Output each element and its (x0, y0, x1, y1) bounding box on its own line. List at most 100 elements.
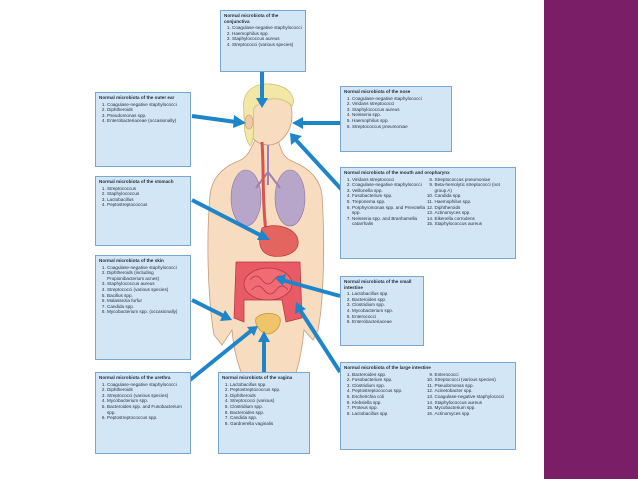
organism-list: Coagulase-negative staphylococciViridans… (344, 96, 448, 130)
organism-item: Clostridium spp. (352, 383, 430, 389)
organism-item: Gardnerella vaginalis (230, 421, 306, 427)
organism-item: Enterobacteriaceae (352, 319, 420, 325)
organism-item: Coagulase-negative staphylococci (352, 96, 448, 102)
hair-shape (243, 83, 294, 147)
organism-item: Peptostreptococcus spp. (352, 388, 430, 394)
organism-item: Treponema spp. (352, 199, 430, 205)
organism-item: Enterococci (352, 314, 420, 320)
box-title: Normal microbiota of the nose (344, 89, 411, 94)
organism-item: Peptostreptococcus (107, 202, 187, 208)
organism-item: Porphyromonas spp. and Prevotella spp. (352, 205, 430, 216)
organism-item: Peptostreptococcus spp. (230, 387, 306, 393)
box-conjunctiva: Normal microbiota of the conjunctiva Coa… (220, 10, 306, 72)
organism-item: Candida spp. (107, 304, 187, 310)
organism-list: Coagulase-negative staphylococciDiphther… (99, 382, 187, 421)
organism-item: Bacteroides spp. (352, 297, 420, 303)
arrow-vagina (258, 331, 270, 372)
organism-item: Staphylococcus (107, 191, 187, 197)
organism-list: Lactobacillus spp.Bacteroides spp.Clostr… (344, 291, 420, 325)
organism-item: Coagulase-negative staphylococci (107, 265, 187, 271)
organism-item: Lactobacillus spp. (352, 291, 420, 297)
organism-item: Streptococci (various species) (435, 377, 513, 383)
box-mouth-oropharynx: Normal microbiota of the mouth and oroph… (340, 167, 516, 259)
organism-list: Coagulase-negative staphylococciDiphther… (99, 265, 187, 315)
organism-item: Pseudomonas spp. (107, 113, 187, 119)
intestine-loops (249, 275, 289, 295)
organism-item: Malassezia furfur (107, 298, 187, 304)
organism-item: Peptostreptococcus spp. (107, 415, 187, 421)
organism-item: Diphtheroids (including Propionibacteriu… (107, 270, 187, 281)
organism-item: Fusobacterium spp. (352, 193, 430, 199)
organism-item: Staphylococcus aureus (435, 221, 513, 227)
organism-item: Staphylococcus aureus (352, 107, 448, 113)
organism-item: Candida spp. (435, 193, 513, 199)
organism-item: Coagulase-negative staphylococci (435, 394, 513, 400)
organism-item: Haemophilus spp. (352, 118, 448, 124)
organism-item: Streptococci (various species) (107, 287, 187, 293)
box-vagina: Normal microbiota of the vagina Lactobac… (218, 372, 310, 454)
organism-list: Lactobacillus spp.Peptostreptococcus spp… (222, 382, 306, 427)
organism-item: Streptococci (various species) (107, 393, 187, 399)
arrow-conjunctiva (256, 72, 268, 108)
organism-item: Acinetobacter spp. (435, 388, 513, 394)
organism-item: Mycobacterium spp. (352, 308, 420, 314)
organism-item: Candida spp. (230, 415, 306, 421)
arrow-skin (191, 298, 232, 321)
arrow-stomach (191, 198, 270, 240)
organism-item: Actinomyces spp. (435, 210, 513, 216)
box-title: Normal microbiota of the small intestine (344, 279, 412, 290)
organism-item: Beta-hemolytic streptococci (not group A… (435, 182, 513, 193)
organism-item: Coagulase-negative staphylococci (107, 102, 187, 108)
organism-item: Haemophilus spp. (232, 31, 302, 37)
box-title: Normal microbiota of the conjunctiva (224, 13, 279, 24)
box-title: Normal microbiota of the large intestine (344, 365, 431, 370)
organs (230, 141, 306, 335)
esophagus (260, 141, 268, 233)
bladder (255, 313, 281, 335)
organism-item: Escherichia coli (352, 394, 430, 400)
organism-item: Enterobacteriaceae (occasionally) (107, 118, 187, 124)
organism-item: Mycobacterium spp. (occasionally) (107, 309, 187, 315)
organism-list: Coagulase-negative staphylococciHaemophi… (224, 25, 302, 47)
right-lung (274, 169, 306, 227)
organism-item: Bacteroides spp. and Fusobacterium spp. (107, 404, 187, 415)
organism-item: Lactobacillus spp. (352, 411, 430, 417)
arrow-urethra (188, 326, 258, 382)
organism-item: Mycobacterium spp. (107, 398, 187, 404)
organism-item: Viridans streptococci (352, 177, 430, 183)
ear-shape (244, 114, 254, 130)
arrow-large-intestine (295, 302, 342, 374)
arrow-nose (292, 117, 340, 129)
box-nose: Normal microbiota of the nose Coagulase-… (340, 86, 452, 152)
organism-list: StreptococcusStaphylococcusLactobacillus… (99, 186, 187, 208)
box-title: Normal microbiota of the urethra (99, 375, 171, 380)
organism-item: Bacillus spp. (107, 293, 187, 299)
organism-item: Streptococcus pneumoniae (352, 124, 448, 130)
organism-item: Enterococci (435, 372, 513, 378)
organism-item: Diphtheroids (107, 107, 187, 113)
organism-item: Proteus spp. (352, 405, 430, 411)
organism-item: Streptococci (various) (230, 398, 306, 404)
box-title: Normal microbiota of the outer ear (99, 95, 175, 100)
box-title: Normal microbiota of the vagina (222, 375, 293, 380)
accent-band (544, 0, 638, 479)
organism-item: Staphylococcus aureus (232, 36, 302, 42)
organism-item: Streptococci (various species) (232, 42, 302, 48)
organism-item: Viridans streptococci (352, 101, 448, 107)
organism-item: Streptococcus (107, 186, 187, 192)
stomach (259, 225, 299, 257)
organism-item: Neisseria spp. and Branhamella catarrhal… (352, 216, 430, 227)
organism-item: Lactobacillus spp. (230, 382, 306, 388)
organism-item: Diphtheroids (435, 205, 513, 211)
organism-item: Coagulase-negative staphylococci (107, 382, 187, 388)
box-small-intestine: Normal microbiota of the small intestine… (340, 276, 424, 346)
arrow-mouth (290, 133, 344, 192)
organism-item: Diphtheroids (107, 387, 187, 393)
organism-item: Lactobacillus (107, 197, 187, 203)
organism-item: Mycobacterium spp. (435, 405, 513, 411)
organism-item: Fusobacterium spp. (352, 377, 430, 383)
box-large-intestine: Normal microbiota of the large intestine… (340, 362, 516, 450)
box-urethra: Normal microbiota of the urethra Coagula… (95, 372, 191, 454)
